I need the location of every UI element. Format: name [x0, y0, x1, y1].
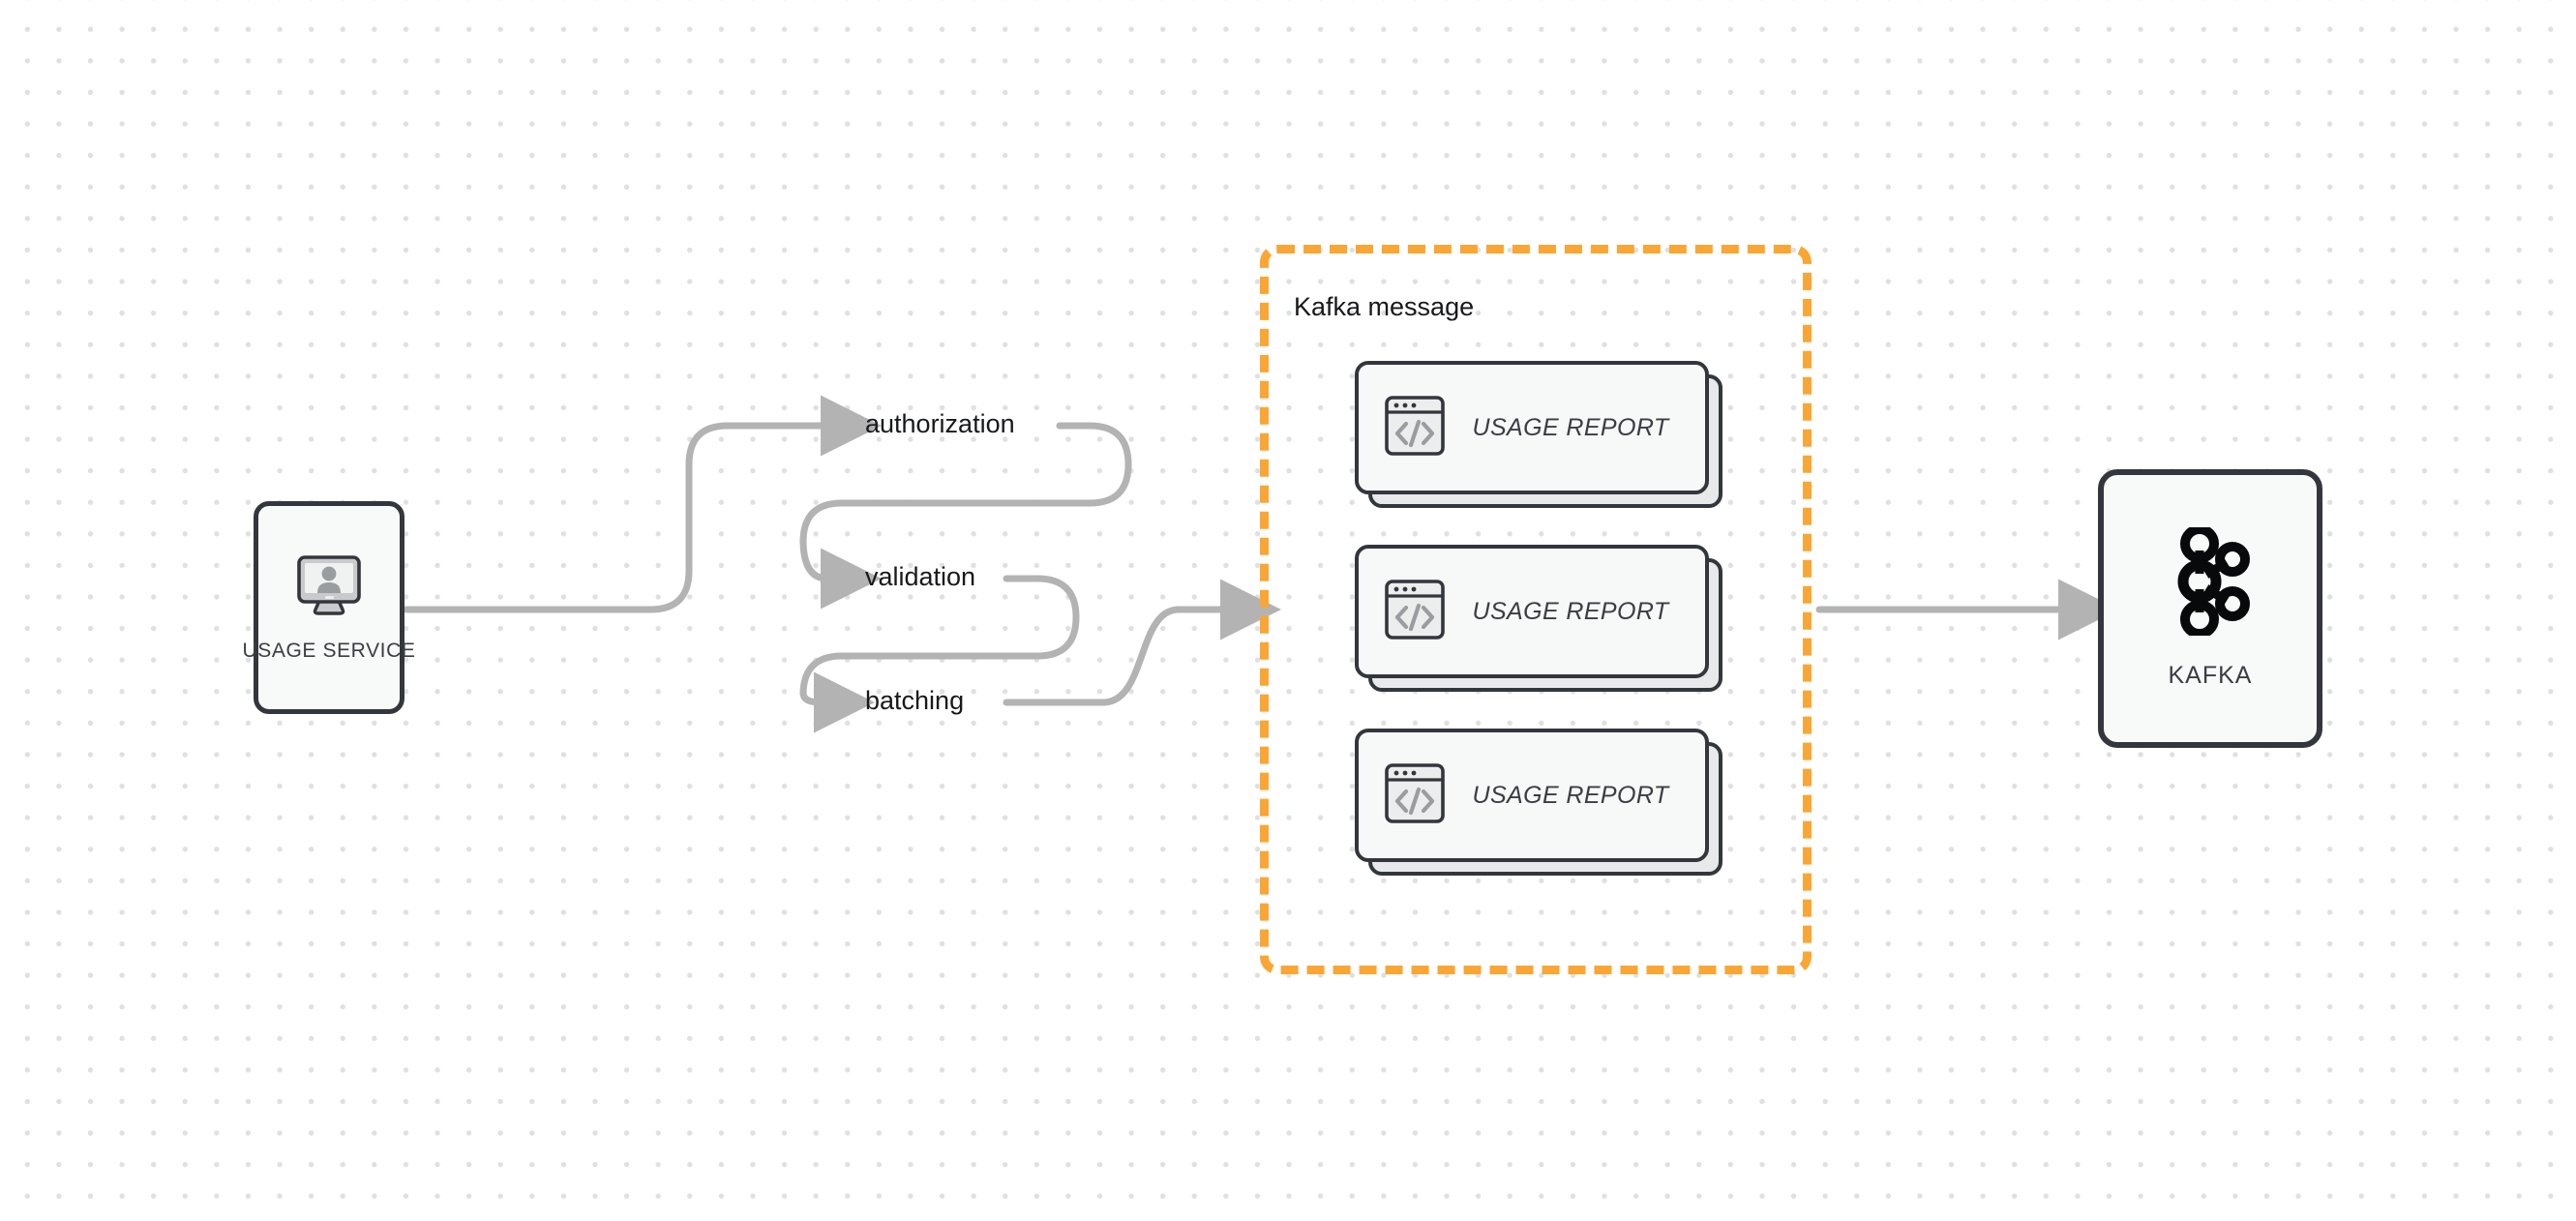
connector-batching-to-kafka-message [1003, 579, 1281, 706]
pipeline-step-validation[interactable]: validation [865, 562, 976, 591]
code-window-icon [1384, 395, 1446, 462]
card-usage-report[interactable]: USAGE REPORT [1355, 361, 1722, 508]
node-label-usage-service: USAGE SERVICE [242, 639, 416, 662]
pipeline-step-authorization[interactable]: authorization [865, 409, 1015, 438]
card-label: USAGE REPORT [1472, 781, 1669, 809]
connector-usage-service-to-authorization [403, 395, 882, 613]
connector-authorization-to-validation [799, 422, 1132, 610]
card-usage-report[interactable]: USAGE REPORT [1355, 545, 1722, 692]
node-kafka[interactable]: KAFKA [2098, 469, 2322, 748]
card-face: USAGE REPORT [1355, 361, 1709, 494]
node-label-kafka: KAFKA [2168, 662, 2253, 689]
card-face: USAGE REPORT [1355, 729, 1709, 862]
code-window-icon [1384, 579, 1446, 645]
connector-validation-to-batching [799, 575, 1080, 733]
card-label: USAGE REPORT [1472, 597, 1669, 625]
node-usage-service[interactable]: USAGE SERVICE [243, 501, 415, 714]
monitor-user-icon [294, 553, 364, 622]
card-label: USAGE REPORT [1472, 413, 1669, 441]
kafka-logo-icon [2170, 524, 2251, 640]
code-window-icon [1384, 762, 1446, 829]
pipeline-step-batching[interactable]: batching [865, 686, 965, 715]
group-kafka-message[interactable] [1260, 245, 1812, 974]
card-usage-report[interactable]: USAGE REPORT [1355, 729, 1722, 876]
card-face: USAGE REPORT [1355, 545, 1709, 678]
group-title-kafka-message: Kafka message [1294, 292, 1475, 321]
